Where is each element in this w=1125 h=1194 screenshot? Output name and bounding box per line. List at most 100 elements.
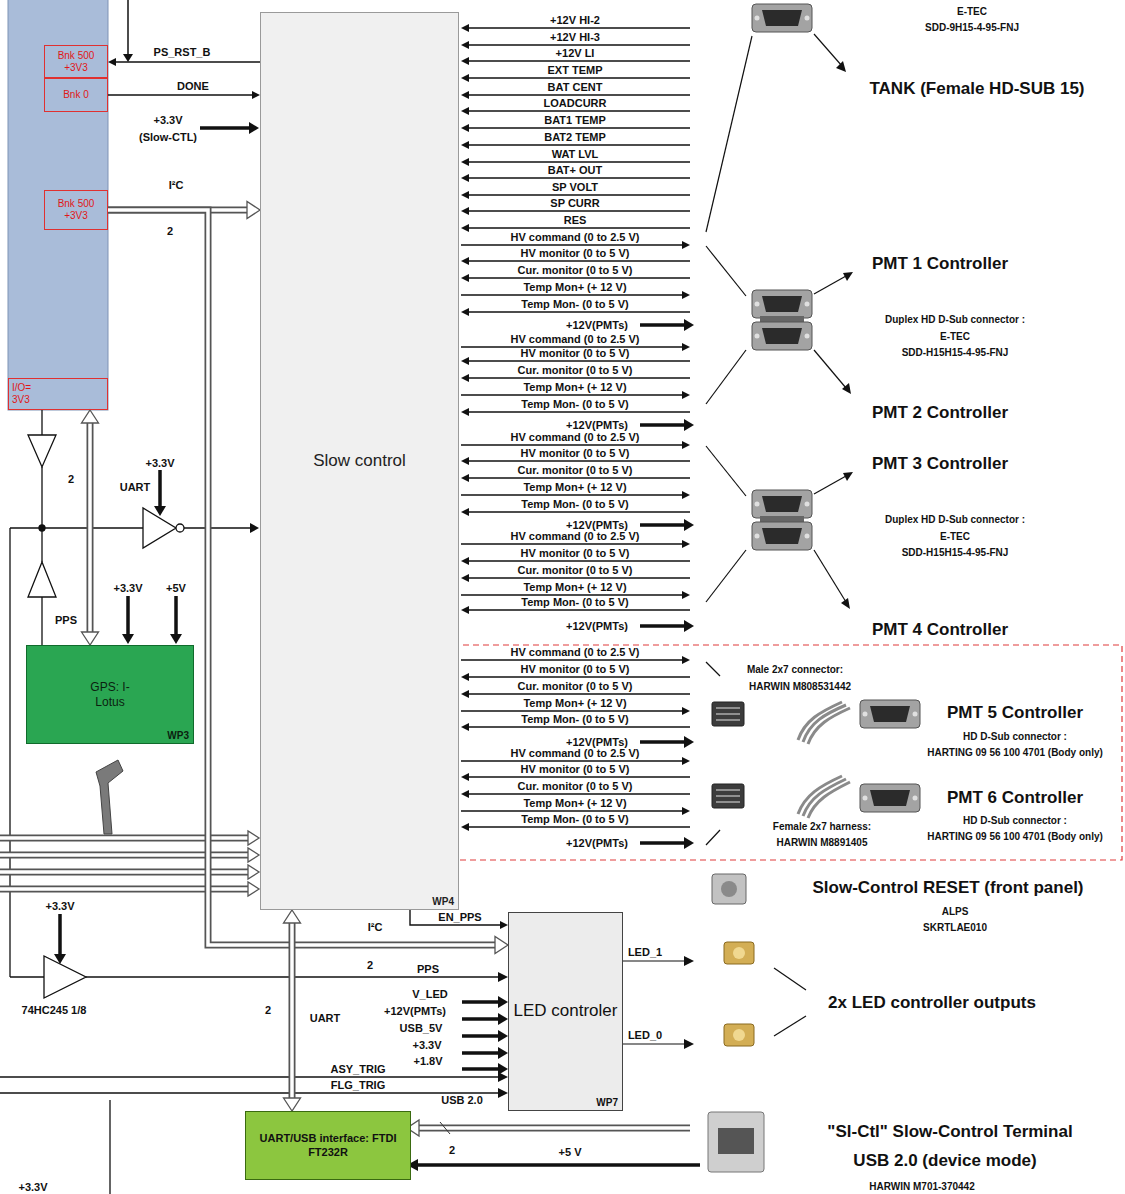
power-arrow — [462, 1034, 498, 1038]
signal-name: HV monitor (0 to 5 V) — [521, 247, 630, 260]
signal-name: HV monitor (0 to 5 V) — [521, 347, 630, 360]
wire-line — [640, 740, 685, 744]
net-label: 2 — [167, 225, 173, 238]
wire-line — [461, 710, 683, 711]
power-arrow — [174, 596, 178, 634]
arrow-head — [461, 191, 469, 199]
leader-lines — [706, 662, 720, 676]
wire-line — [115, 61, 260, 62]
net-label: +1.8V — [413, 1055, 442, 1068]
arrow-head — [682, 491, 690, 499]
node-title: I/O= 3V3 — [12, 382, 42, 406]
part-label: LED_1 — [628, 946, 662, 959]
signal-name: +12V(PMTs) — [566, 319, 628, 332]
leader-lines — [774, 1016, 806, 1036]
arrow-head — [684, 519, 694, 531]
signal-name: Cur. monitor (0 to 5 V) — [518, 364, 633, 377]
bus-outline — [289, 922, 296, 1099]
connector-icons — [798, 702, 850, 744]
arrow-head — [461, 158, 469, 166]
signal-name: +12V(PMTs) — [566, 419, 628, 432]
arrow-head — [682, 241, 690, 249]
work-package-tag: WP4 — [432, 896, 454, 907]
net-label: +12V(PMTs) — [384, 1005, 446, 1018]
part-label: HD D-Sub connector : — [963, 731, 1067, 743]
power-arrow — [249, 122, 259, 134]
wire-line — [468, 477, 690, 478]
reset-wire — [123, 54, 133, 62]
wire-line — [640, 523, 685, 527]
signal-name: HV monitor (0 to 5 V) — [521, 447, 630, 460]
signal-name: Cur. monitor (0 to 5 V) — [518, 464, 633, 477]
net-label: +3.3V — [412, 1039, 441, 1052]
part-label: Duplex HD D-Sub connector : — [885, 314, 1025, 326]
logic-gates — [41, 467, 42, 562]
wire-line — [468, 726, 690, 727]
power-arrow — [200, 126, 249, 130]
arrow-head — [461, 174, 469, 182]
connector-title: 2x LED controller outputs — [828, 993, 1036, 1012]
connector-icons — [716, 790, 740, 802]
leader-lines — [836, 61, 846, 72]
arrow-head — [461, 107, 469, 115]
net-label: +3.3V — [113, 582, 142, 595]
net-label: ASY_TRIG — [330, 1063, 385, 1076]
leader-lines — [843, 272, 853, 281]
logic-gates — [41, 597, 42, 645]
wire-line — [468, 260, 690, 261]
logic-gates — [10, 527, 143, 528]
signal-name: HV command (0 to 2.5 V) — [511, 530, 640, 543]
slow-control-block: Slow controlWP4 — [260, 12, 459, 910]
arrow-head — [461, 574, 469, 582]
net-label: USB_5V — [400, 1022, 443, 1035]
connector-icons — [752, 522, 812, 550]
signal-name: BAT+ OUT — [548, 164, 603, 177]
wire-line — [468, 94, 690, 95]
leader-lines — [684, 956, 694, 966]
connector-title: Slow-Control RESET (front panel) — [812, 878, 1083, 897]
io-bank-box: Bnk 500 +3V3 — [44, 190, 108, 230]
leader-lines — [814, 34, 842, 66]
arrow-head — [682, 807, 690, 815]
logic-gates — [498, 972, 508, 982]
signal-name: Temp Mon+ (+ 12 V) — [523, 581, 626, 594]
wire-line — [468, 577, 690, 578]
bus-connector — [82, 410, 99, 645]
power-arrow — [122, 634, 134, 644]
leader-lines — [623, 34, 853, 1049]
connector-title: PMT 4 Controller — [872, 620, 1008, 639]
led-controller-box: LED controlerWP7 — [508, 912, 623, 1111]
arrow-head — [108, 58, 116, 66]
node-title: Slow control — [313, 451, 406, 471]
part-label: E-TEC — [940, 531, 970, 543]
wire-line — [461, 394, 683, 395]
part-label: HD D-Sub connector : — [963, 815, 1067, 827]
arrow-head — [461, 673, 469, 681]
node-title: LED controler — [514, 1001, 618, 1021]
leader-lines — [841, 598, 850, 609]
power-arrow — [462, 1051, 498, 1055]
part-label: SDD-H15H15-4-95-FNJ — [902, 547, 1009, 559]
leader-lines — [814, 550, 846, 602]
logic-gates — [44, 956, 86, 998]
logic-gates — [498, 1088, 508, 1098]
arrow-head — [684, 419, 694, 431]
leader-lines — [814, 476, 846, 494]
signal-name: HV command (0 to 2.5 V) — [511, 646, 640, 659]
wire-line — [468, 277, 690, 278]
arrow-head — [461, 374, 469, 382]
net-label: FLG_TRIG — [331, 1079, 385, 1092]
logic-gates — [184, 527, 250, 528]
signal-name: BAT2 TEMP — [544, 131, 606, 144]
power-arrow — [498, 1013, 508, 1025]
wire-line — [468, 194, 690, 195]
wire-line — [640, 423, 685, 427]
signal-name: HV monitor (0 to 5 V) — [521, 547, 630, 560]
gps-module-box: GPS: I-LotusWP3 — [26, 645, 194, 744]
wire-line — [461, 494, 683, 495]
arrow-head — [461, 773, 469, 781]
wire-line — [640, 323, 685, 327]
wire-line — [468, 27, 690, 28]
power-arrow — [498, 996, 508, 1008]
connector-icons — [752, 4, 812, 32]
